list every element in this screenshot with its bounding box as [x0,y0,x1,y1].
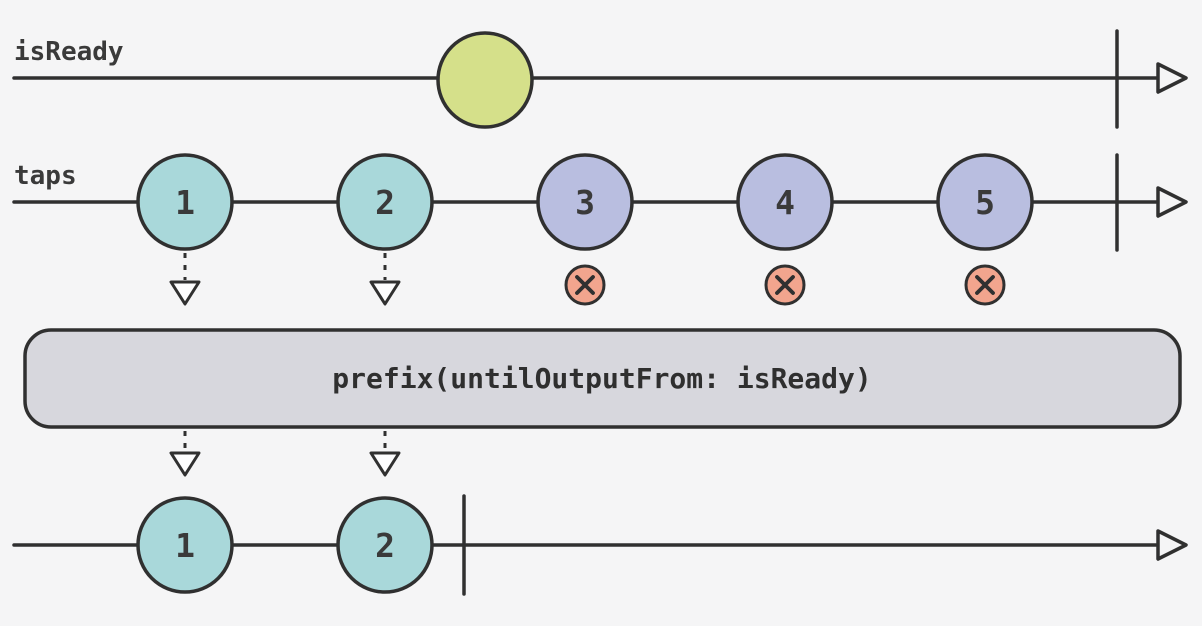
dropped-badge-3 [564,264,606,306]
taps-stream: taps 1 2 3 4 5 [12,153,1188,252]
marble-value: 3 [575,183,595,222]
pass-arrow-down-icon [369,280,401,306]
pass-through-arrows-bottom [169,431,401,477]
marble-circle [336,496,434,594]
pass-through-arrows-top [169,253,401,306]
dropped-event-badges [564,264,1006,306]
cancel-x-icon [975,275,995,295]
dropped-badge-4 [764,264,806,306]
marble-circle [936,153,1034,251]
is-ready-stream: isReady [12,29,1188,129]
marble-circle [536,153,634,251]
marble-circle [336,153,434,251]
taps-marble-4: 4 [736,153,834,251]
marble-circle [136,153,234,251]
cancel-x-icon [775,275,795,295]
taps-marble-3: 3 [536,153,634,251]
output-timeline-arrow-icon [1156,529,1188,561]
taps-marble-2: 2 [336,153,434,251]
is-ready-stream-label: isReady [14,37,124,67]
operator-box: prefix(untilOutputFrom: isReady) [23,328,1182,429]
operator-box-shape [23,328,1182,429]
marble-value: 4 [775,183,795,222]
dropped-badge-5 [964,264,1006,306]
is-ready-timeline-arrow-icon [1156,62,1188,94]
output-marble-2: 2 [336,496,434,594]
taps-marble-1: 1 [136,153,234,251]
cancel-x-icon [575,275,595,295]
taps-marble-5: 5 [936,153,1034,251]
marble-value: 1 [175,526,195,565]
taps-stream-label: taps [14,161,77,191]
marble-value: 2 [375,526,395,565]
marble-circle [736,153,834,251]
pass-arrow-down-icon [369,451,401,477]
pass-arrow-down-icon [169,280,201,306]
is-ready-marble [436,31,534,129]
taps-timeline-arrow-icon [1156,186,1188,218]
output-marble-1: 1 [136,496,234,594]
output-stream: 1 2 [12,494,1188,596]
pass-arrow-down-icon [169,451,201,477]
marble-value: 5 [975,183,995,222]
marble-circle [136,496,234,594]
operator-label: prefix(untilOutputFrom: isReady) [332,362,871,395]
marble-value: 2 [375,183,395,222]
marble-value: 1 [175,183,195,222]
